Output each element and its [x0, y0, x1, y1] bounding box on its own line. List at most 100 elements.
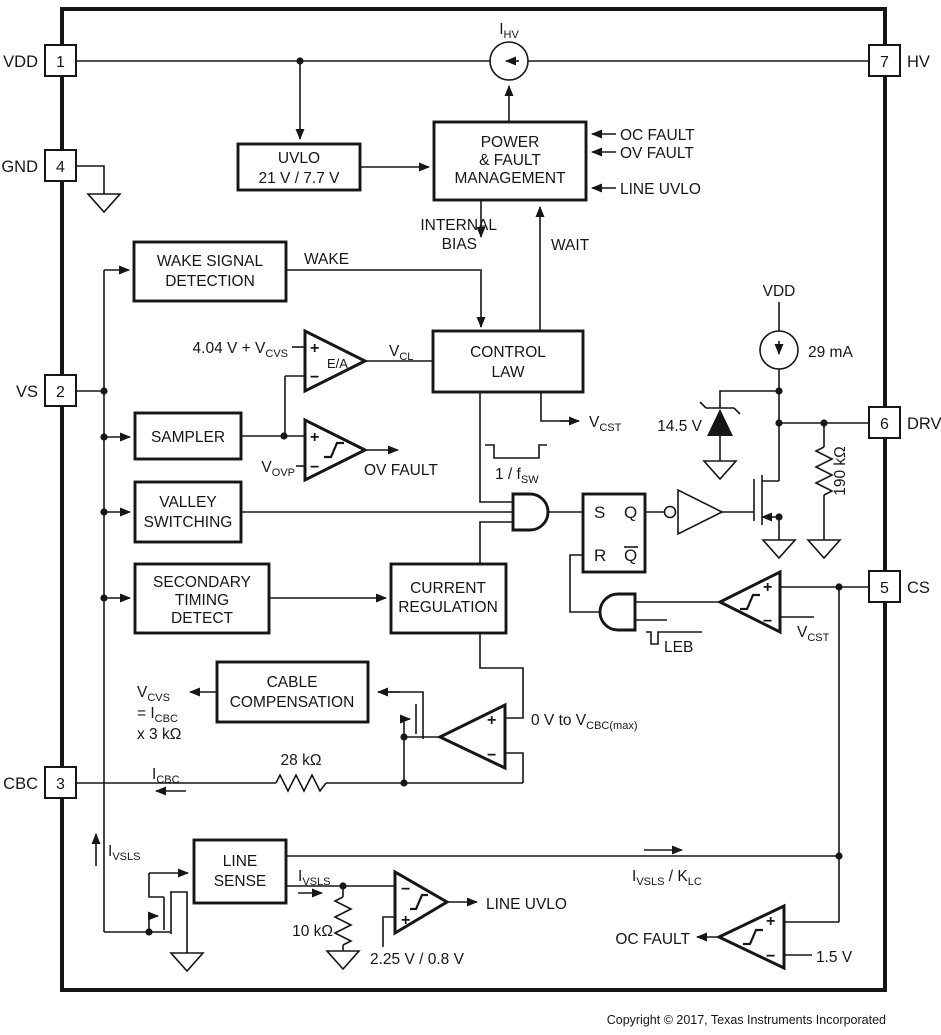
pfm-label-1: POWER	[481, 134, 540, 151]
pin-number: 3	[56, 776, 65, 793]
pfm-label-2: & FAULT	[479, 152, 541, 169]
ivsls-out-label: IVSLS	[298, 868, 330, 888]
minus-sign: −	[310, 459, 319, 476]
oc-threshold-label: 1.5 V	[816, 949, 853, 966]
minus-sign: −	[766, 948, 775, 965]
vdd-rail-label: VDD	[763, 283, 796, 300]
pin-number: 4	[56, 159, 65, 176]
vcl-label: VCL	[389, 343, 413, 363]
wait-label: WAIT	[551, 237, 590, 254]
block-valley-switching: VALLEY SWITCHING	[133, 480, 243, 544]
ea-reference-label: 4.04 V + VCVS	[193, 340, 288, 360]
ground-icon	[86, 193, 122, 214]
minus-sign: −	[763, 613, 772, 630]
pin-name: HV	[907, 53, 930, 71]
leb-label: LEB	[664, 639, 693, 656]
line-sense-mosfet-icon	[163, 891, 172, 934]
wake-label-2: DETECTION	[165, 273, 255, 290]
copyright-text: Copyright © 2017, Texas Instruments Inco…	[607, 1013, 886, 1027]
plus-sign: +	[487, 712, 496, 729]
pin-number: 5	[880, 580, 889, 597]
fsw-pulse-icon	[485, 444, 547, 459]
sampler-label: SAMPLER	[151, 429, 225, 446]
pin-cbc: 3 CBC	[3, 766, 77, 799]
block-sampler: SAMPLER	[133, 411, 243, 461]
and-gate-leb-icon	[598, 592, 637, 632]
latch-qbar-label: Q	[624, 546, 637, 565]
plus-sign: +	[766, 913, 775, 930]
cablecomp-label-2: COMPENSATION	[230, 694, 355, 711]
pin-hv: 7 HV	[868, 44, 930, 77]
hysteresis-icon	[410, 893, 428, 911]
curreg-label-1: CURRENT	[410, 580, 486, 597]
fsw-label: 1 / fSW	[495, 466, 539, 486]
minus-sign: −	[401, 881, 410, 898]
resistor-10k-icon	[333, 896, 353, 946]
pin-vdd: 1 VDD	[3, 44, 77, 77]
ovp-comparator: + −	[303, 417, 369, 483]
plus-sign: +	[763, 579, 772, 596]
pin-name: CBC	[3, 775, 38, 793]
resistor-190k-icon	[814, 446, 834, 496]
pulse-glyphs	[485, 444, 547, 459]
error-amp: + − E/A	[303, 328, 369, 394]
resistors	[275, 446, 834, 946]
hysteresis-icon	[324, 441, 344, 459]
valley-label-1: VALLEY	[159, 494, 216, 511]
vcbc-range-label: 0 V to VCBC(max)	[531, 712, 638, 732]
ground-icon	[761, 539, 797, 560]
block-control-law: CONTROL LAW	[431, 329, 585, 394]
ground-icon	[325, 950, 361, 971]
block-uvlo: UVLO 21 V / 7.7 V	[236, 142, 362, 192]
gate-driver-buffer-icon	[663, 488, 724, 536]
internal-bias-label-2: BIAS	[442, 236, 477, 253]
wake-label-1: WAKE SIGNAL	[157, 253, 264, 270]
plus-sign: +	[310, 429, 319, 446]
block-wake-signal-detection: WAKE SIGNAL DETECTION	[132, 240, 288, 303]
linesense-label-2: SENSE	[214, 873, 267, 890]
current-source-29ma-icon	[759, 330, 799, 370]
cable-comp-mosfet-icon	[415, 697, 424, 739]
control-law-label-1: CONTROL	[470, 344, 546, 361]
hysteresis-icon	[740, 593, 760, 611]
block-line-sense: LINE SENSE	[192, 838, 288, 905]
pins: 1 VDD 4 GND 2 VS 3 CBC 7 HV 6 DRV	[1, 44, 941, 799]
junction-dots	[100, 57, 843, 936]
line-uvlo-comparator: − +	[393, 869, 450, 936]
cbc-resistor-label: 28 kΩ	[281, 752, 322, 769]
ov-fault-out-label: OV FAULT	[364, 462, 438, 479]
cablecomp-label-1: CABLE	[267, 674, 318, 691]
block-secondary-timing-detect: SECONDARY TIMING DETECT	[133, 562, 271, 635]
minus-sign: −	[310, 369, 319, 386]
pin-number: 6	[880, 416, 889, 433]
block-power-fault-management: POWER & FAULT MANAGEMENT	[432, 120, 588, 202]
line-sense-resistor-label: 10 kΩ	[292, 923, 333, 940]
pin-drv: 6 DRV	[868, 406, 941, 439]
ov-fault-in-label: OV FAULT	[620, 145, 694, 162]
pin-name: VS	[16, 383, 38, 401]
chip-border	[60, 7, 887, 992]
sectiming-label-3: DETECT	[171, 610, 234, 627]
sectiming-label-1: SECONDARY	[153, 574, 251, 591]
vcvs-label-1: VCVS	[137, 684, 170, 704]
hysteresis-icon	[743, 928, 763, 946]
vcvs-label-2: = ICBC	[137, 705, 178, 725]
and-gate-pwm-icon	[511, 492, 550, 532]
oc-fault-comparator: + −	[715, 903, 786, 971]
uvlo-label: UVLO	[278, 150, 320, 167]
latch-s-label: S	[594, 503, 605, 522]
signal-labels: IHV OC FAULT OV FAULT LINE UVLO INTERNAL…	[108, 21, 886, 1027]
uvlo-threshold-label: 21 V / 7.7 V	[259, 170, 341, 187]
line-uvlo-in-label: LINE UVLO	[620, 181, 701, 198]
minus-sign: −	[487, 747, 496, 764]
ground-icon	[169, 952, 205, 973]
latch-r-label: R	[594, 546, 606, 565]
linesense-label-1: LINE	[223, 853, 257, 870]
icbc-label: ICBC	[152, 766, 180, 786]
pin-number: 2	[56, 384, 65, 401]
ground-icon	[806, 539, 842, 560]
current-source-ihv-icon	[489, 41, 529, 81]
pin-name: GND	[1, 158, 38, 176]
